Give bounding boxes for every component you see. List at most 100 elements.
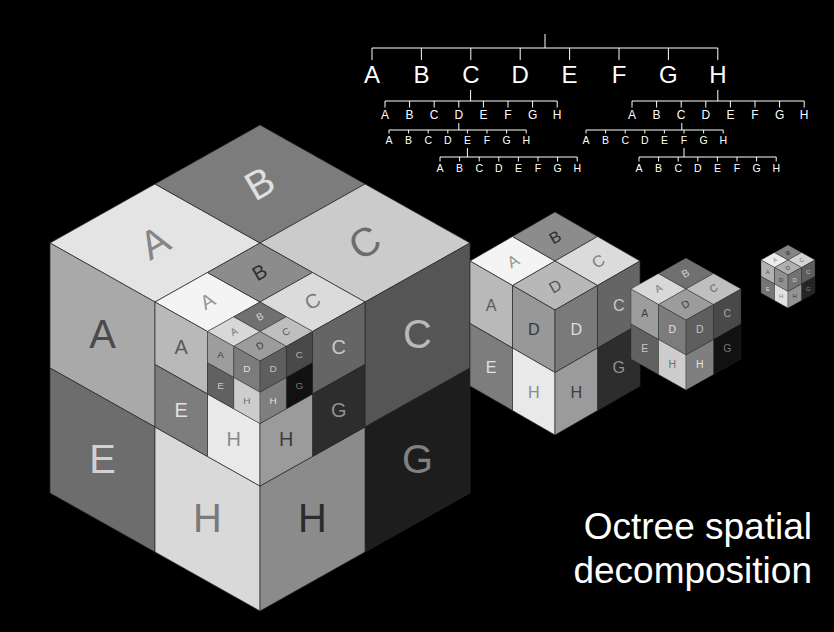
octant-letter: G <box>331 401 347 421</box>
octant-letter: A <box>175 338 188 358</box>
octant-letter: H <box>243 396 250 406</box>
tree-letter: A <box>582 135 589 146</box>
tree-letter: E <box>726 109 734 121</box>
octant-letter: A <box>641 309 648 319</box>
tree-letter: E <box>479 109 487 121</box>
tree-letter: C <box>475 163 483 174</box>
tree-stem <box>545 34 546 48</box>
tree-tick <box>658 157 659 161</box>
octant-face <box>260 378 286 424</box>
tree-letter: G <box>528 109 537 121</box>
tree-tick <box>421 48 422 60</box>
octant-face <box>631 324 659 375</box>
tree-letter: G <box>775 109 784 121</box>
tree-tick <box>518 157 519 161</box>
tree-letter: B <box>655 163 662 174</box>
tree-letter: F <box>751 109 758 121</box>
tree-tick <box>678 157 679 161</box>
octant-letter: A <box>766 269 770 275</box>
tree-stem <box>470 90 471 101</box>
tree-tick <box>776 157 777 161</box>
octant-letter: A <box>217 350 224 360</box>
tree-tick <box>440 157 441 161</box>
octant-letter: C <box>296 350 303 360</box>
tree-tick <box>656 101 657 108</box>
tree-tick <box>487 130 488 133</box>
tree-letter: E <box>661 135 668 146</box>
tree-tick <box>372 48 373 60</box>
octant-face <box>802 277 816 301</box>
octant-letter: C <box>806 269 810 275</box>
tree-letter: F <box>535 163 541 174</box>
tree-tick <box>717 48 718 60</box>
tree-letter: E <box>562 63 578 87</box>
tree-tick <box>755 101 756 108</box>
tree-tick <box>508 101 509 108</box>
octant-letter: E <box>175 401 188 421</box>
octant-letter: H <box>227 430 241 450</box>
tree-tick <box>668 48 669 60</box>
tree-letter: D <box>444 135 452 146</box>
tree-tick <box>756 157 757 161</box>
tree-tick <box>737 157 738 161</box>
tree-letter: C <box>462 63 479 87</box>
tree-letter: B <box>413 63 429 87</box>
octant-letter: C <box>332 338 346 358</box>
octant-face <box>788 284 802 308</box>
tree-letter: A <box>635 163 642 174</box>
tree-tick <box>644 130 645 133</box>
tree-tick <box>557 101 558 108</box>
octant-letter: E <box>486 359 497 375</box>
octant-letter: G <box>723 344 731 354</box>
tree-letter: H <box>772 163 780 174</box>
octant-face <box>686 340 714 391</box>
tree-letter: D <box>641 135 649 146</box>
tree-letter: A <box>436 163 443 174</box>
octant-letter: D <box>696 325 704 335</box>
octant-face <box>775 284 789 308</box>
tree-letter: F <box>504 109 511 121</box>
octant-letter: G <box>612 359 625 375</box>
tree-letter: F <box>681 135 687 146</box>
tree-tick <box>632 101 633 108</box>
tree-tick <box>779 101 780 108</box>
tree-letter: G <box>700 135 708 146</box>
octant-letter: H <box>570 383 582 399</box>
tree-letter: C <box>677 109 686 121</box>
tree-tick <box>408 130 409 133</box>
tree-tick <box>557 157 558 161</box>
octant-letter: H <box>193 499 222 539</box>
tree-tick <box>470 48 471 60</box>
tree-tick <box>703 130 704 133</box>
tree-letter: H <box>800 109 809 121</box>
octant-letter: A <box>486 296 497 312</box>
tree-letter: F <box>734 163 740 174</box>
octant-letter: D <box>793 277 797 283</box>
tree-tick <box>723 130 724 133</box>
octant-letter: H <box>279 430 293 450</box>
tree-letter: A <box>385 135 392 146</box>
tree-tick <box>619 48 620 60</box>
octant-letter: C <box>403 315 432 355</box>
tree-tick <box>804 101 805 108</box>
octant-letter: E <box>217 381 224 391</box>
tree-tick <box>697 157 698 161</box>
tree-stem <box>717 90 718 101</box>
octant-letter: D <box>779 277 783 283</box>
tree-tick <box>569 48 570 60</box>
tree-letter: F <box>612 63 627 87</box>
octant-letter: D <box>668 325 676 335</box>
tree-tick <box>605 130 606 133</box>
octant-letter: A <box>89 315 116 355</box>
octant-letter: H <box>779 293 783 299</box>
octant-letter: H <box>298 499 327 539</box>
tree-tick <box>458 101 459 108</box>
tree-letter: G <box>554 163 562 174</box>
tree-tick <box>684 130 685 133</box>
tree-letter: H <box>709 63 726 87</box>
tree-letter: E <box>464 135 471 146</box>
tree-bracket <box>440 157 577 158</box>
tree-tick <box>577 157 578 161</box>
octant-face <box>313 365 366 457</box>
octant-face <box>365 368 470 552</box>
